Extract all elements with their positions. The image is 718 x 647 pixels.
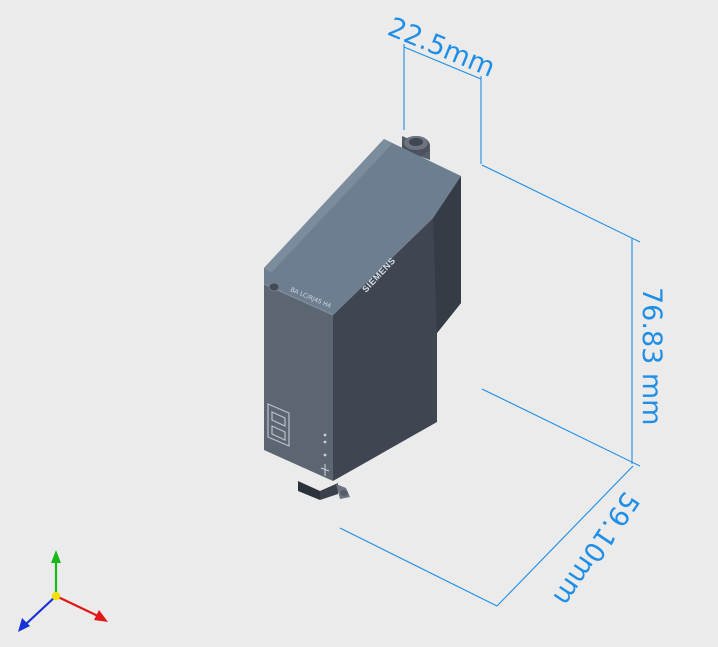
housing-top (264, 139, 461, 315)
width-dimension[interactable] (403, 44, 482, 164)
top-connector (402, 136, 430, 160)
housing-side-recess (433, 176, 461, 333)
din-rail-clip (298, 481, 350, 500)
port-symbol-icon (267, 403, 290, 447)
z-axis-line (25, 595, 57, 625)
led-2 (323, 440, 327, 444)
depth-dimension-line (496, 465, 634, 607)
width-dimension-line (403, 46, 482, 80)
front-screw (268, 282, 280, 292)
led-1 (323, 433, 327, 437)
depth-dimension[interactable] (339, 465, 634, 607)
x-axis-arrow (94, 610, 108, 622)
z-axis-arrow (18, 618, 30, 632)
module-3d-model[interactable]: BA LC/RJ45 H4 SIEMENS (263, 136, 461, 500)
xyz-axis-triad-icon[interactable] (18, 550, 108, 632)
axis-origin (51, 591, 61, 601)
height-dimension-label: 76.83 mm (636, 287, 667, 425)
x-axis-line (55, 595, 99, 617)
housing-top-bevel (264, 139, 392, 273)
width-dimension-label: 22.5mm (383, 12, 499, 84)
height-dimension[interactable] (481, 164, 641, 467)
housing-front (264, 284, 333, 481)
y-axis-arrow (51, 550, 61, 563)
housing-right-side (333, 176, 461, 481)
ground-symbol-icon (320, 464, 330, 476)
depth-extension-line-front (339, 527, 498, 607)
height-extension-line-bottom (481, 388, 641, 467)
height-extension-line-top (481, 164, 641, 243)
led-3 (323, 453, 327, 457)
status-leds (323, 433, 327, 457)
